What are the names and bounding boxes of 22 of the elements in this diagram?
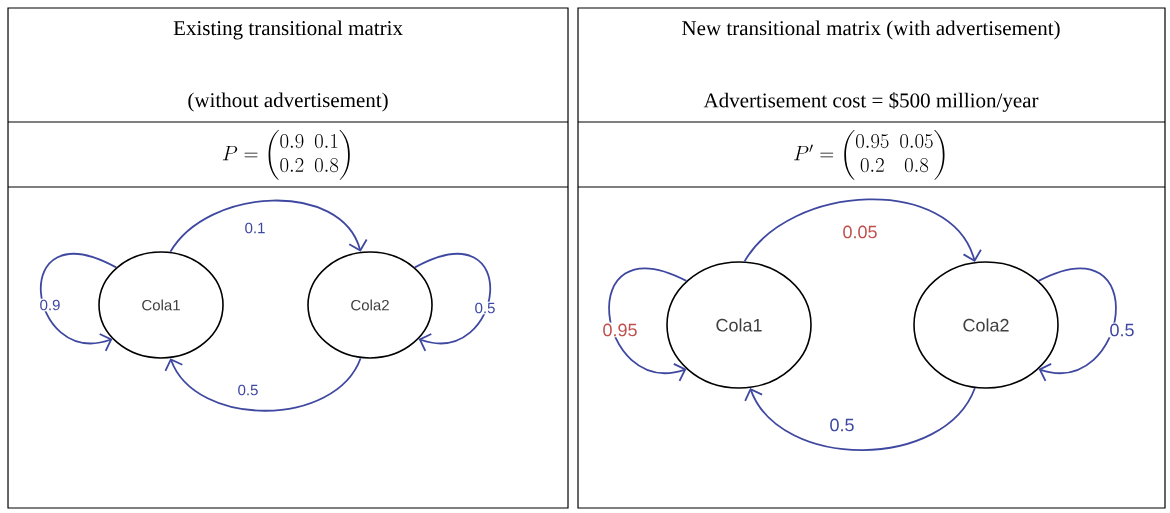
edge-label: 0.5 — [828, 417, 856, 433]
header-text: Advertisement cost = $500 million/year — [703, 92, 1039, 112]
arrow — [744, 387, 976, 451]
header-text: Existing transitional matrix — [173, 20, 403, 40]
matrix-formula: $P = \begin{pmatrix}0.9 & 0.1\\ 0.2 & 0.8\end{pmatrix}$ — [222, 130, 350, 180]
arrow — [413, 253, 492, 352]
arrow — [164, 357, 362, 412]
edge-label: 0.05 — [841, 224, 879, 240]
edge-label: 0.9 — [38, 298, 62, 312]
header-text: New transitional matrix (with advertisement) — [682, 20, 1060, 40]
header-text: (without advertisement) — [188, 92, 388, 112]
arrow — [1037, 267, 1117, 382]
edge-label: 0.5 — [473, 301, 497, 315]
matrix-formula: $P' = \begin{pmatrix}0.95 & 0.05\\ 0.2 & 0.8\end{pmatrix}$ — [794, 130, 945, 180]
arrow — [608, 267, 688, 382]
edge-label: 0.1 — [243, 221, 267, 235]
arrow — [40, 253, 118, 352]
arrow — [169, 199, 368, 253]
arrow — [743, 198, 982, 263]
edge-label: 0.5 — [236, 383, 260, 397]
edge-label: 0.95 — [601, 322, 639, 338]
edge-label: 0.5 — [1108, 322, 1136, 338]
